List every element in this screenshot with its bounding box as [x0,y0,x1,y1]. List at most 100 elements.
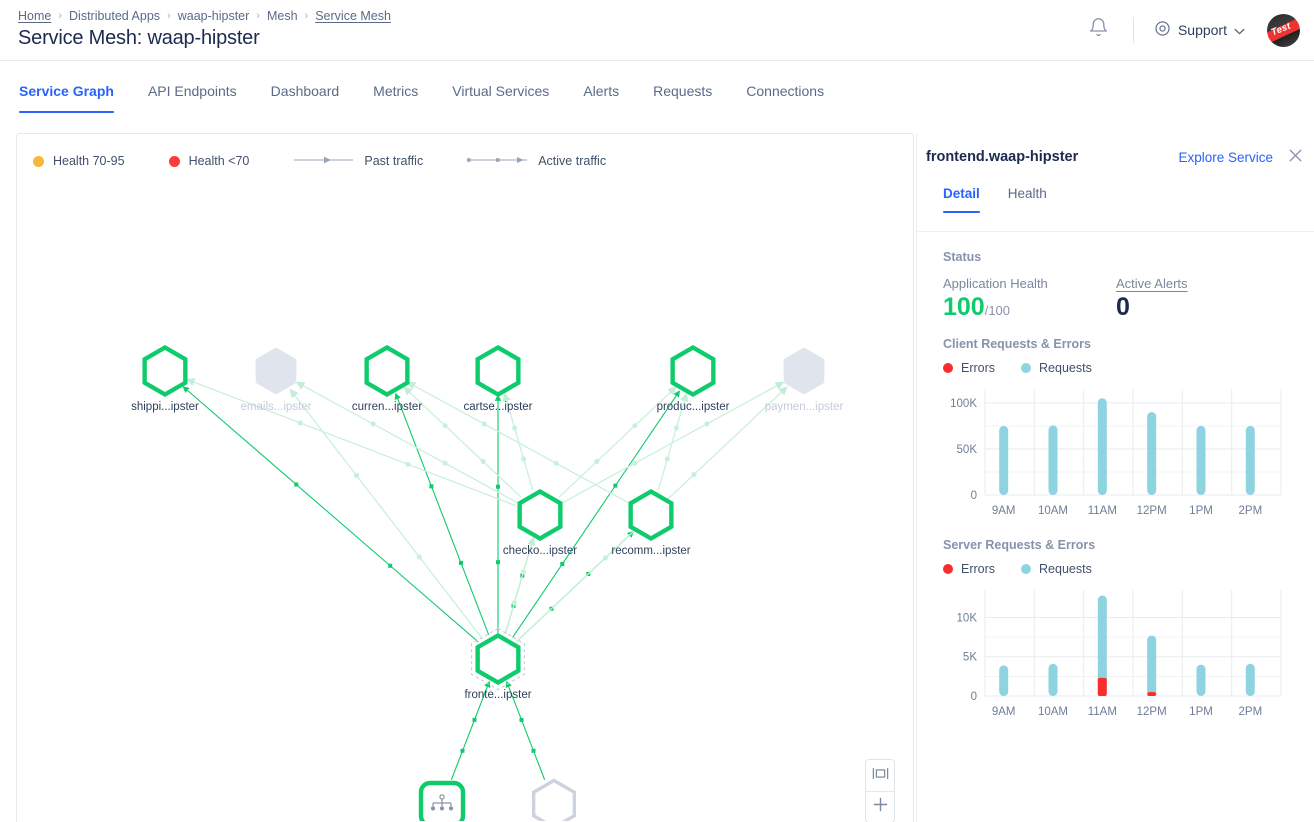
tab-api-endpoints[interactable]: API Endpoints [147,83,237,99]
chart-xtick-label: 1PM [1189,706,1213,718]
close-panel-button[interactable] [1283,146,1307,170]
breadcrumb-separator: › [58,10,63,22]
chart-bar-requests[interactable] [1147,412,1157,495]
graph-edge [295,381,518,504]
graph-edge [494,394,502,633]
graph-node-currency[interactable]: curren...ipster [352,344,422,414]
chart-bar-requests[interactable] [1097,595,1107,697]
chart-legend-item-requests: Requests [1021,361,1092,375]
tab-connections[interactable]: Connections [746,83,825,99]
header-divider [1132,17,1134,43]
avatar[interactable]: Test [1267,13,1300,47]
zoom-in-button[interactable] [866,791,894,822]
graph-node-recommendation[interactable]: recomm...ipster [611,488,691,558]
chart-bar-requests[interactable] [1048,663,1058,696]
legend-dot-icon [168,155,180,167]
chart-legend-item-errors: Errors [943,361,995,375]
legend-item-health-70-95: Health 70-95 [33,154,125,168]
graph-node-cartservice[interactable]: cartse...ipster [463,344,533,414]
graph-node-shipping[interactable]: shippi...ipster [131,344,199,414]
chart-bar-errors[interactable] [1147,692,1157,696]
tab-dashboard[interactable]: Dashboard [270,83,340,99]
tab-requests[interactable]: Requests [653,83,713,99]
client-chart-title: Client Requests & Errors [943,337,1091,351]
plus-icon [872,796,889,818]
explore-service-link[interactable]: Explore Service [1178,150,1273,165]
tab-metrics[interactable]: Metrics [373,83,419,99]
legend-item-active-traffic: Active traffic [467,154,606,168]
chart-ytick-label: 100K [950,398,977,410]
client-chart-legend: Errors Requests [943,361,1289,375]
chart-bar-requests[interactable] [1196,664,1206,696]
support-menu-button[interactable]: Support [1148,14,1251,46]
graph-node-paymentservice[interactable]: paymen...ipster [765,347,844,414]
chart-xtick-label: 2PM [1239,706,1263,718]
tab-alerts[interactable]: Alerts [583,83,620,99]
chart-ytick-label: 0 [971,691,977,703]
support-label: Support [1177,22,1227,38]
detail-tab-health[interactable]: Health [1007,186,1047,201]
graph-node-emailservice[interactable]: emails...ipster [241,347,312,414]
past-traffic-line-icon [293,154,355,168]
detail-panel-title: frontend.waap-hipster [926,149,1079,165]
breadcrumb-item-service-mesh[interactable]: Service Mesh [315,9,391,23]
chart-bar-requests[interactable] [1048,425,1058,495]
node-shape-hexagon [255,347,297,395]
legend-dot-icon [33,155,44,167]
chart-bar-requests[interactable] [1147,635,1157,697]
chart-bar-requests[interactable] [1245,663,1255,696]
graph-edge [504,536,536,635]
chart-legend-dot-icon [1021,363,1032,373]
chart-xtick-label: 10AM [1038,706,1068,718]
chart-bar-requests[interactable] [999,665,1009,696]
graph-node-loadgenerator[interactable]: loadgenerator [519,778,590,822]
chart-ytick-label: 0 [971,490,977,502]
active-alerts-value: 0 [1116,293,1130,321]
breadcrumb-separator: › [304,10,309,22]
application-health-number: 100 [943,293,985,321]
fit-to-screen-button[interactable] [866,760,894,791]
breadcrumb-item-home[interactable]: Home [18,9,52,23]
application-health-denominator: /100 [984,303,1011,318]
active-alerts-label[interactable]: Active Alerts [1116,276,1188,291]
fit-screen-icon [872,766,889,786]
graph-node-frontend[interactable]: fronte...ipster [464,627,532,702]
chart-legend-item-requests: Requests [1021,562,1092,576]
chart-xtick-label: 12PM [1137,706,1167,718]
graph-node-public[interactable]: public [418,780,466,821]
chart-xtick-label: 9AM [992,706,1016,718]
graph-edge [450,680,491,780]
chart-bar-errors[interactable] [1097,677,1107,696]
legend-label: Past traffic [364,154,424,168]
service-graph-canvas[interactable]: shippi...ipster emails...ipster curren...i… [17,174,913,821]
server-chart-title: Server Requests & Errors [943,538,1096,552]
node-label: fronte...ipster [464,689,531,701]
node-shape-hexagon [517,488,563,542]
graph-edge [657,392,689,491]
top-header: Home›Distributed Apps›waap-hipster›Mesh›… [0,0,1314,60]
service-detail-panel: frontend.waap-hipster Explore Service De… [916,133,1314,822]
graph-edge [505,680,546,780]
chart-bar-requests[interactable] [1196,425,1206,495]
tab-service-graph[interactable]: Service Graph [18,83,131,113]
chart-bar-requests[interactable] [1245,425,1255,495]
application-health-label: Application Health [943,276,1048,291]
graph-node-productcatalog[interactable]: produc...ipster [657,344,730,414]
chart-xtick-label: 12PM [1137,505,1167,517]
chart-bar-requests[interactable] [999,425,1009,495]
node-shape-hexagon [783,347,825,395]
chart-legend-label: Errors [961,361,996,375]
graph-node-checkout[interactable]: checko...ipster [503,488,577,558]
bell-icon [1088,17,1109,43]
breadcrumb: Home›Distributed Apps›waap-hipster›Mesh›… [18,9,391,23]
legend-label: Health <70 [188,154,250,168]
detail-tab-detail[interactable]: Detail [926,186,994,213]
notifications-button[interactable] [1079,10,1119,50]
legend-label: Active traffic [538,154,607,168]
chart-bar-requests[interactable] [1097,398,1107,495]
node-label: produc...ipster [657,401,730,413]
tab-virtual-services[interactable]: Virtual Services [452,83,550,99]
